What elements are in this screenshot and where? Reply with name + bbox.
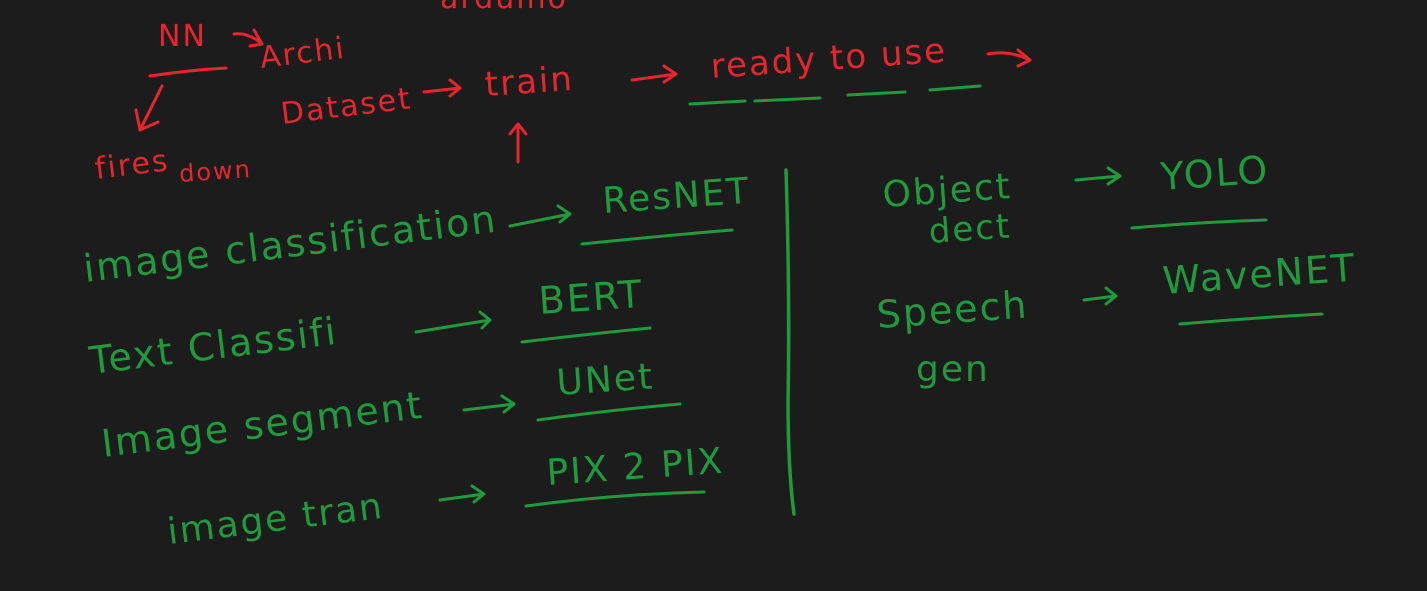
pix2pix-underline bbox=[524, 490, 706, 508]
ready-arrow bbox=[986, 48, 1032, 68]
cut-off-top-word: arduino bbox=[440, 0, 568, 14]
bert-label: BERT bbox=[537, 271, 645, 323]
pix2pix-label: PIX 2 PIX bbox=[545, 440, 726, 494]
fires-label: fires bbox=[92, 143, 172, 187]
dect-label: dect bbox=[927, 206, 1013, 252]
ready-to-use-label: ready to use bbox=[709, 30, 949, 87]
wavenet-label: WaveNET bbox=[1161, 245, 1358, 303]
speech-label: Speech bbox=[875, 282, 1030, 337]
yolo-label: YOLO bbox=[1159, 147, 1271, 199]
unet-label: UNet bbox=[555, 356, 656, 404]
wavenet-underline bbox=[1178, 312, 1324, 326]
image-tran-label: image tran bbox=[165, 485, 386, 553]
text-classifi-label: Text Classifi bbox=[87, 308, 340, 383]
train-up-arrow bbox=[508, 122, 528, 164]
image-classification-label: image classification bbox=[81, 196, 500, 291]
unet-underline bbox=[536, 402, 682, 422]
text-classifi-arrow bbox=[414, 310, 492, 334]
down-label: down bbox=[178, 154, 253, 188]
image-classification-arrow bbox=[508, 204, 572, 228]
train-label: train bbox=[483, 58, 576, 105]
train-to-ready-arrow bbox=[630, 64, 678, 84]
resnet-underline bbox=[580, 228, 734, 246]
image-tran-arrow bbox=[438, 484, 486, 504]
archi-label: Archi bbox=[257, 30, 348, 76]
yolo-underline bbox=[1130, 218, 1268, 230]
resnet-label: ResNET bbox=[601, 170, 752, 222]
speech-gen-arrow bbox=[1082, 286, 1118, 306]
nn-label: NN bbox=[158, 19, 207, 54]
ready-to-use-underline bbox=[688, 84, 982, 106]
dataset-to-train-arrow bbox=[422, 78, 462, 98]
bert-underline bbox=[520, 326, 652, 344]
object-detect-arrow bbox=[1074, 166, 1122, 186]
nn-underline bbox=[148, 66, 228, 78]
dataset-label: Dataset bbox=[278, 81, 414, 132]
image-segment-label: Image segment bbox=[99, 382, 426, 466]
image-segment-arrow bbox=[462, 394, 516, 414]
column-divider bbox=[784, 168, 796, 516]
gen-label: gen bbox=[916, 349, 990, 390]
nn-to-fires-arrow bbox=[134, 84, 164, 132]
